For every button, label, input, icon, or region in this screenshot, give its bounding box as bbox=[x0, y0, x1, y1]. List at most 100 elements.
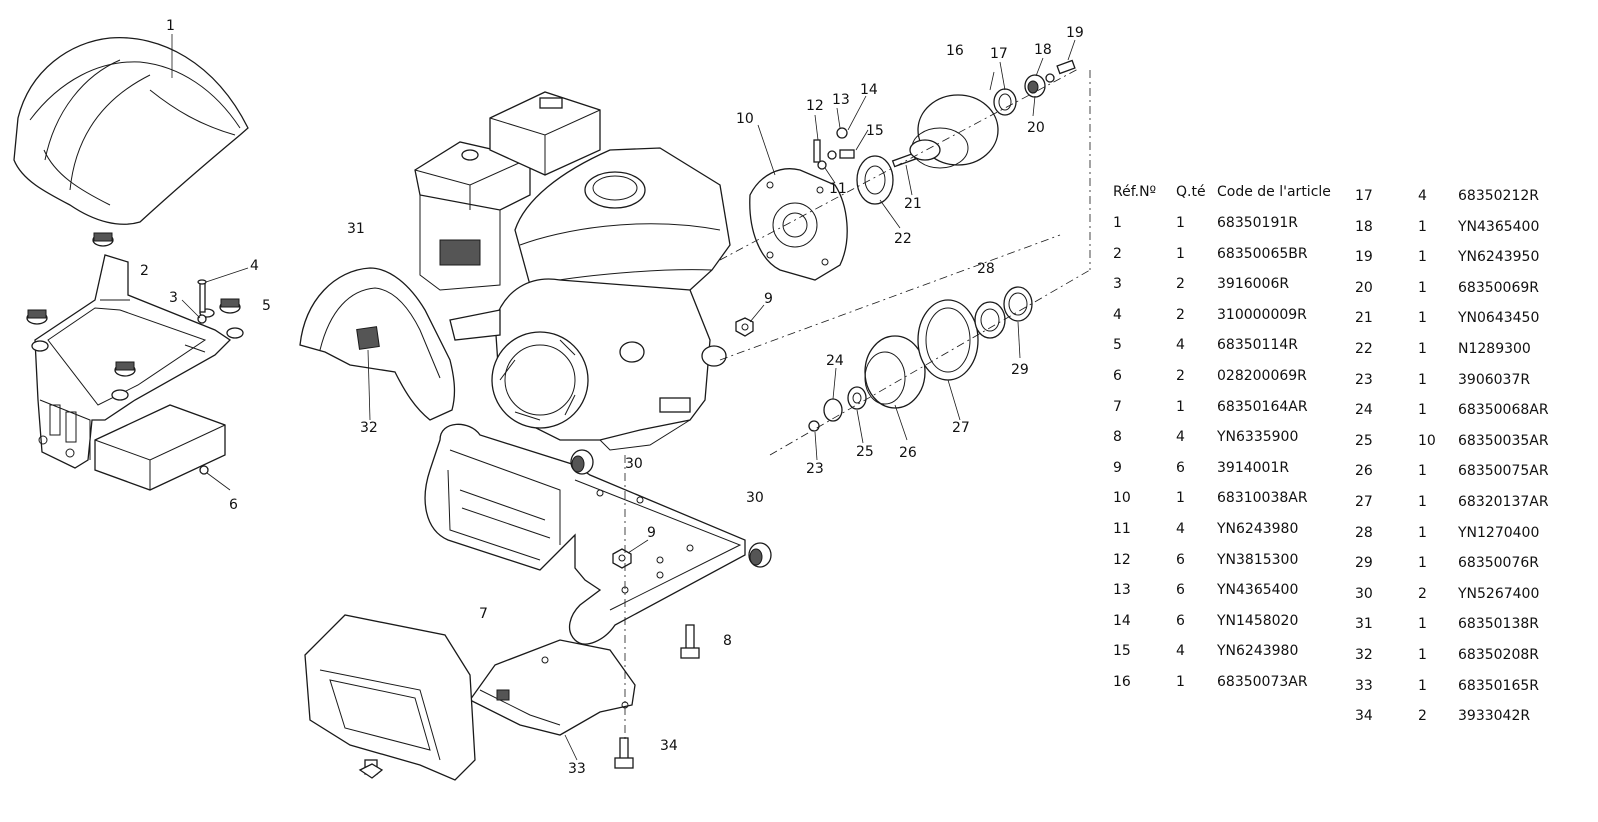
cell-ref: 29 bbox=[1355, 555, 1373, 572]
callout-24: 24 bbox=[826, 353, 844, 369]
cell-ref: 9 bbox=[1113, 459, 1122, 476]
part-30-plugs bbox=[570, 449, 772, 568]
cell-code: N1289300 bbox=[1458, 341, 1531, 357]
callout-30a: 30 bbox=[625, 456, 643, 472]
cell-qty: 1 bbox=[1418, 218, 1427, 235]
callout-11: 11 bbox=[829, 181, 847, 197]
cell-qty: 4 bbox=[1176, 337, 1185, 354]
cell-code: YN6335900 bbox=[1217, 429, 1299, 446]
cell-ref: 31 bbox=[1355, 616, 1373, 633]
cell-ref: 11 bbox=[1113, 521, 1131, 537]
cell-ref: 25 bbox=[1355, 432, 1373, 449]
header-ref: Réf.Nº bbox=[1113, 184, 1157, 200]
cell-qty: 2 bbox=[1176, 368, 1185, 384]
cell-code: YN6243950 bbox=[1458, 249, 1540, 266]
callout-32: 32 bbox=[360, 420, 378, 436]
callout-29: 29 bbox=[1011, 362, 1029, 378]
cell-qty: 1 bbox=[1418, 402, 1427, 419]
cell-ref: 8 bbox=[1113, 429, 1122, 446]
cell-code: 68350073AR bbox=[1217, 674, 1308, 690]
cell-code: 68350212R bbox=[1458, 188, 1539, 204]
cell-qty: 1 bbox=[1418, 341, 1427, 357]
cell-code: 68350208R bbox=[1458, 647, 1539, 663]
cell-code: 3914001R bbox=[1217, 459, 1290, 476]
part-33-plate bbox=[469, 639, 636, 736]
cell-code: 68350138R bbox=[1458, 616, 1539, 633]
callout-4: 4 bbox=[250, 258, 259, 274]
cell-ref: 5 bbox=[1113, 337, 1122, 354]
cell-qty: 1 bbox=[1176, 490, 1185, 507]
cell-qty: 1 bbox=[1418, 310, 1427, 327]
cell-ref: 1 bbox=[1113, 215, 1122, 231]
callout-31: 31 bbox=[347, 221, 365, 237]
parts-17-20-bearing-stack bbox=[993, 59, 1076, 116]
callout-17: 17 bbox=[990, 46, 1008, 62]
cell-qty: 4 bbox=[1418, 188, 1427, 204]
cell-ref: 21 bbox=[1355, 310, 1373, 327]
cell-qty: 6 bbox=[1176, 459, 1185, 476]
cell-ref: 4 bbox=[1113, 306, 1122, 323]
cell-qty: 1 bbox=[1418, 677, 1427, 694]
callout-23: 23 bbox=[806, 461, 824, 477]
callout-33: 33 bbox=[568, 761, 586, 777]
cell-code: 68350164AR bbox=[1217, 398, 1308, 415]
cell-ref: 15 bbox=[1113, 643, 1131, 660]
cell-code: YN0643450 bbox=[1458, 310, 1540, 327]
callout-12: 12 bbox=[806, 98, 824, 114]
cell-code: 68310038AR bbox=[1217, 490, 1308, 507]
cell-qty: 4 bbox=[1176, 643, 1185, 660]
cell-qty: 1 bbox=[1418, 616, 1427, 633]
cell-ref: 34 bbox=[1355, 708, 1373, 725]
part-1-cover bbox=[13, 36, 249, 225]
cell-qty: 1 bbox=[1418, 371, 1427, 388]
cell-ref: 19 bbox=[1355, 249, 1373, 266]
callout-20: 20 bbox=[1027, 120, 1045, 136]
callout-27: 27 bbox=[952, 420, 970, 436]
cell-code: 68350075AR bbox=[1458, 463, 1549, 480]
part-8-bolt bbox=[680, 624, 700, 659]
part-7-frame bbox=[424, 423, 746, 645]
cell-code: 68350035AR bbox=[1458, 432, 1549, 449]
cell-code: 68350191R bbox=[1217, 215, 1298, 231]
cell-ref: 14 bbox=[1113, 612, 1131, 629]
callout-25: 25 bbox=[856, 444, 874, 460]
callout-18: 18 bbox=[1034, 42, 1052, 58]
cell-qty: 6 bbox=[1176, 582, 1185, 599]
callout-13: 13 bbox=[832, 92, 850, 108]
cell-code: 68350114R bbox=[1217, 337, 1298, 354]
callout-8: 8 bbox=[723, 633, 732, 649]
cell-code: YN5267400 bbox=[1458, 585, 1540, 602]
cell-code: 68350068AR bbox=[1458, 402, 1549, 419]
callout-10: 10 bbox=[736, 111, 754, 127]
cell-code: YN1270400 bbox=[1458, 524, 1540, 541]
part-34-bolt bbox=[614, 737, 634, 769]
cell-ref: 16 bbox=[1113, 674, 1131, 690]
cell-code: 68350165R bbox=[1458, 677, 1539, 694]
cell-qty: 1 bbox=[1176, 245, 1185, 262]
cell-qty: 1 bbox=[1176, 398, 1185, 415]
cell-ref: 6 bbox=[1113, 368, 1122, 384]
callout-labels: 1 2 3 4 5 6 7 8 9 9 10 11 12 13 14 15 16… bbox=[140, 18, 1084, 777]
cell-ref: 22 bbox=[1355, 341, 1373, 357]
callout-6: 6 bbox=[229, 497, 238, 513]
cell-qty: 10 bbox=[1418, 432, 1436, 449]
callout-30b: 30 bbox=[746, 490, 764, 506]
callout-2: 2 bbox=[140, 263, 149, 279]
cell-ref: 2 bbox=[1113, 245, 1122, 262]
parts-11-15-hardware bbox=[813, 127, 855, 170]
cell-qty: 1 bbox=[1418, 279, 1427, 296]
cell-code: 68320137AR bbox=[1458, 494, 1549, 510]
header-qty: Q.té bbox=[1176, 184, 1206, 200]
callout-26: 26 bbox=[899, 445, 917, 461]
exploded-parts-diagram: 1 2 3 4 5 6 7 8 9 9 10 11 12 13 14 15 16… bbox=[13, 18, 1091, 781]
callout-28: 28 bbox=[977, 261, 995, 277]
part-6-box bbox=[94, 404, 226, 491]
callout-1: 1 bbox=[166, 18, 175, 34]
callout-14: 14 bbox=[860, 82, 878, 98]
cell-code: 68350065BR bbox=[1217, 245, 1308, 262]
callout-9a: 9 bbox=[764, 291, 773, 307]
cell-code: YN3815300 bbox=[1217, 551, 1299, 568]
cell-code: 3916006R bbox=[1217, 276, 1290, 293]
callout-3: 3 bbox=[169, 290, 178, 306]
cell-ref: 26 bbox=[1355, 463, 1373, 480]
